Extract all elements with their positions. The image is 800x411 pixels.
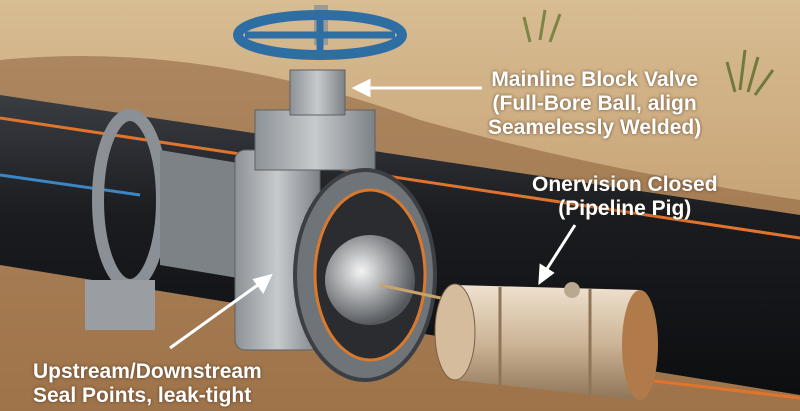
label-mainline-block-valve: Mainline Block Valve (Full-Bore Ball, al… [488, 68, 701, 140]
pig-rear-cup [622, 290, 658, 400]
pig-front-cup [434, 283, 476, 381]
label-line: Seal Points, leak-tight [33, 384, 252, 407]
grass-tuft [725, 49, 775, 96]
valve-bonnet [254, 109, 376, 171]
valve-yoke [289, 69, 346, 116]
pipe-cutaway [160, 150, 250, 280]
pipeline-pig [455, 285, 640, 400]
handwheel-spokes [245, 18, 395, 52]
arrow-pig [538, 224, 577, 286]
label-seal-points: Upstream/Downstream Seal Points, leak-ti… [33, 360, 262, 408]
ball-element [325, 235, 415, 325]
label-line: (Full-Bore Ball, align [492, 92, 697, 115]
pipe-stripe-orange [0, 116, 800, 240]
pipe-stripe-blue [0, 173, 141, 197]
arrow-valve [351, 78, 482, 98]
handwheel [233, 10, 407, 60]
grass-tuft [522, 9, 562, 43]
label-line: Mainline Block Valve [491, 68, 698, 91]
arrow-seal [169, 273, 273, 350]
pig-valve-cap [564, 282, 580, 298]
label-line: Upstream/Downstream [33, 360, 262, 383]
label-line: Seamelessly Welded) [488, 116, 702, 139]
pipe-support [85, 280, 155, 330]
label-line: (Pipeline Pig) [558, 197, 692, 220]
label-line: Onervision Closed [532, 173, 718, 196]
label-pipeline-pig: Onervision Closed (Pipeline Pig) [532, 173, 718, 221]
pig-rod [379, 283, 451, 302]
